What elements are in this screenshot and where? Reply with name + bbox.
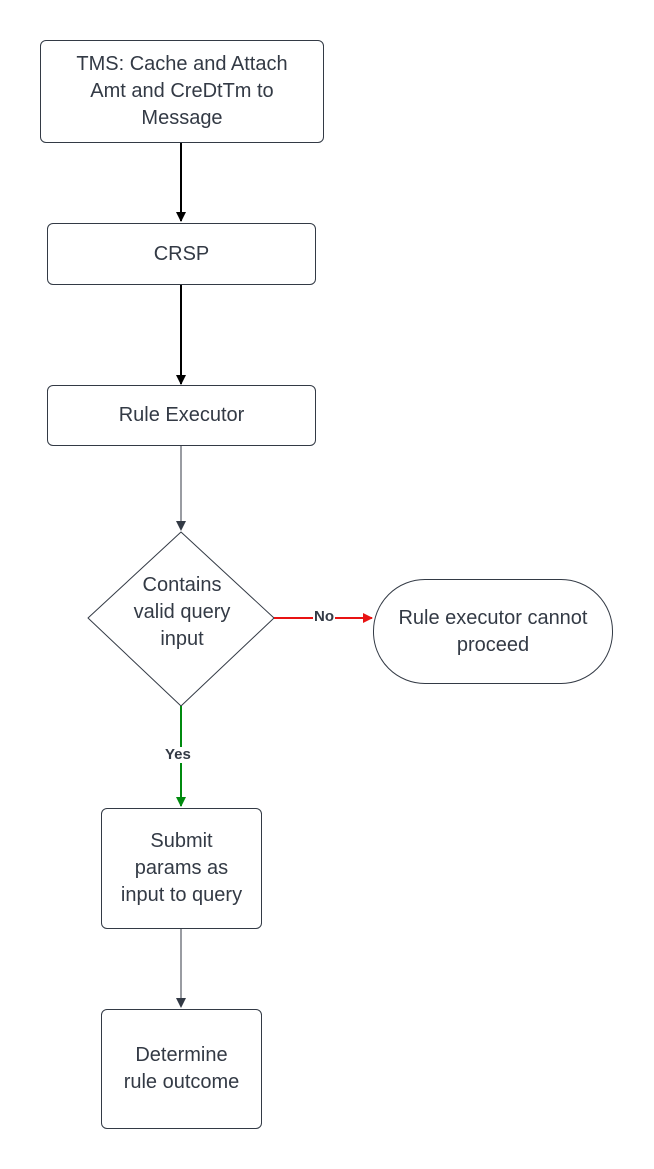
decision-label: Contains valid query input (133, 574, 231, 650)
crsp-node: CRSP (47, 223, 316, 285)
rule-executor-node-label: Rule Executor (118, 404, 245, 426)
yes-edge-label: Yes (164, 746, 192, 763)
submit-params-node: Submit params as input to query (101, 808, 262, 929)
determine-outcome-node: Determine rule outcome (101, 1009, 262, 1129)
submit-params-node-label: Submit params as input to query (120, 830, 243, 906)
cannot-proceed-terminal-node: Rule executor cannot proceed (373, 579, 613, 684)
determine-outcome-node-label: Determine rule outcome (123, 1044, 240, 1093)
cannot-proceed-node-label: Rule executor cannot proceed (398, 606, 588, 656)
rule-executor-node: Rule Executor (47, 385, 316, 446)
tms-node-label: TMS: Cache and Attach Amt and CreDtTm to… (76, 53, 288, 129)
no-edge-label: No (313, 608, 335, 625)
tms-cache-attach-node: TMS: Cache and Attach Amt and CreDtTm to… (40, 40, 324, 143)
crsp-node-label: CRSP (153, 242, 210, 265)
